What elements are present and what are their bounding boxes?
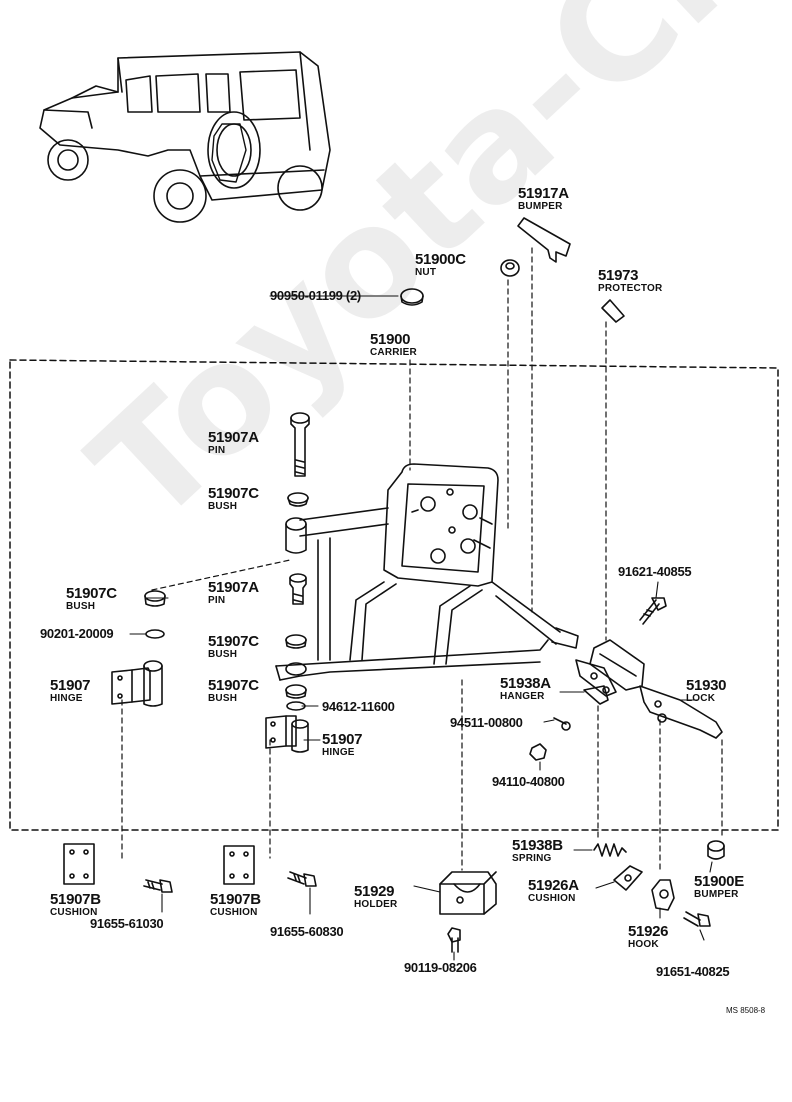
hook-51926 [651,879,675,911]
reference-code: MS 8508-8 [726,1006,766,1015]
solid-leaders [129,295,713,961]
protector-51973 [601,299,625,323]
bolt-90119 [447,927,461,953]
bolt-91655-60830 [287,871,317,887]
label-94612: 94612-11600 [322,699,395,714]
label-94110: 94110-40800 [492,774,565,789]
bolt-91651 [683,911,711,927]
bush-51907C-low [285,684,307,699]
nut-94110 [529,743,547,761]
bush-51907C-mid [285,634,307,649]
bumper-51900E [707,840,725,860]
lock-51930 [575,639,723,739]
label-90119: 90119-08206 [404,960,477,975]
bolt-94511 [553,717,571,731]
label-91655-61030: 91655-61030 [90,916,164,931]
label-91655-60830: 91655-60830 [270,924,344,939]
cushion-51907B-left [63,843,95,885]
pin-51907A-top [290,412,310,477]
cushion-51926A [613,865,643,891]
pin-51907A-mid [289,573,307,605]
washer-90201 [145,629,165,639]
hinge-51907-left [111,660,163,707]
spring-51938B [593,843,627,857]
holder-51929 [439,871,497,915]
label-90950: 90950-01199 (2) [270,288,361,303]
label-91651: 91651-40825 [656,964,730,979]
bush-51907C-top [287,492,309,507]
bolt-91621 [639,597,667,625]
bumper-51917A [517,217,571,263]
label-90201: 90201-20009 [40,626,114,641]
cap-90950 [400,288,424,306]
nut-51900C [500,259,520,277]
carrier-frame [275,463,579,681]
cushion-51907B-right [223,845,255,885]
label-94511: 94511-00800 [450,715,523,730]
hanger-51938A [583,685,609,705]
label-91621: 91621-40855 [618,564,692,579]
leader-lines [121,247,723,871]
vehicle-illustration [39,51,331,223]
hinge-51907-right [265,715,309,753]
bush-51907C-left [144,590,166,607]
carrier-tube [285,517,307,554]
bolt-91655-61030 [143,879,173,893]
carrier-group-boundary [9,359,779,831]
